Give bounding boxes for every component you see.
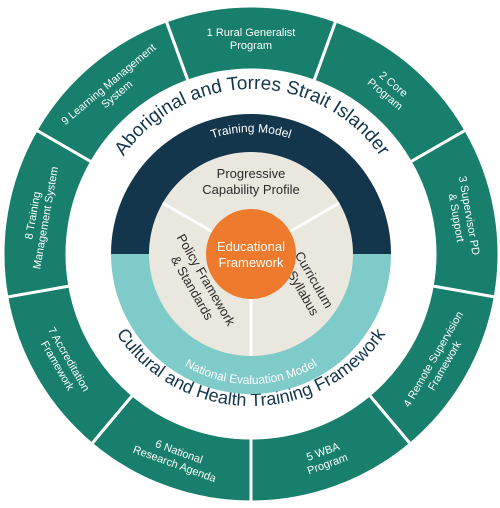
inner-divider-3: [161, 201, 213, 233]
center-line1: Educational: [217, 239, 285, 254]
outer-ring: [1, 4, 500, 504]
center-line2: Framework: [218, 255, 284, 270]
sector-capability-line2: Capability Profile: [202, 182, 300, 197]
inner-dividers: [161, 201, 341, 356]
inner-divider-1: [289, 201, 341, 233]
training-model-text: Training Model: [209, 121, 293, 141]
segment-1-line1: 1 Rural Generalist: [207, 27, 296, 39]
segment-1-line2: Program: [230, 40, 272, 52]
training-model-label: Training Model: [209, 121, 293, 141]
sector-capability-line1: Progressive: [217, 166, 286, 181]
center-circle: [206, 209, 296, 299]
